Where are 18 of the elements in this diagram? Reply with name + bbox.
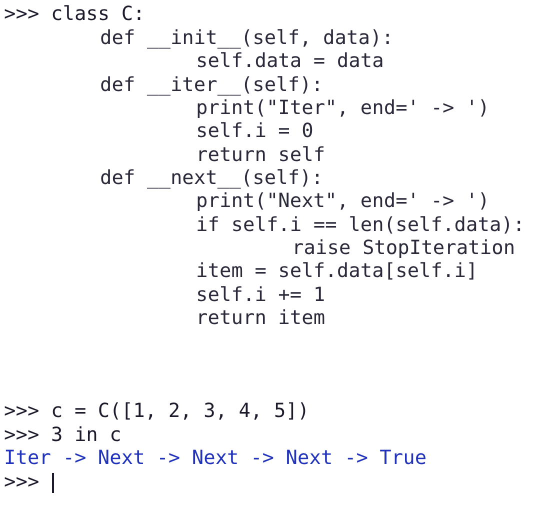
code-line: item = self.data[self.i]	[196, 260, 478, 282]
code-line: >>> class C:	[4, 3, 145, 25]
code-line: return self	[196, 144, 326, 166]
code-line: print("Next", end=' -> ')	[196, 190, 490, 212]
code-line: self.i += 1	[196, 284, 326, 306]
code-line: def __next__(self):	[100, 167, 324, 189]
code-line: print("Iter", end=' -> ')	[196, 97, 490, 119]
code-line: >>> 3 in c	[4, 424, 122, 446]
code-line: raise StopIteration	[292, 237, 516, 259]
code-line: self.i = 0	[196, 120, 314, 142]
output-text: Iter -> Next -> Next -> Next -> True	[4, 447, 427, 469]
code-line: >>> c = C([1, 2, 3, 4, 5])	[4, 400, 310, 422]
code-line: self.data = data	[196, 50, 384, 72]
code-line: if self.i == len(self.data):	[196, 214, 525, 236]
code-line: def __init__(self, data):	[100, 27, 394, 49]
code-line: >>>	[4, 471, 40, 493]
code-line: def __iter__(self):	[100, 74, 324, 96]
code-line: return item	[196, 307, 326, 329]
